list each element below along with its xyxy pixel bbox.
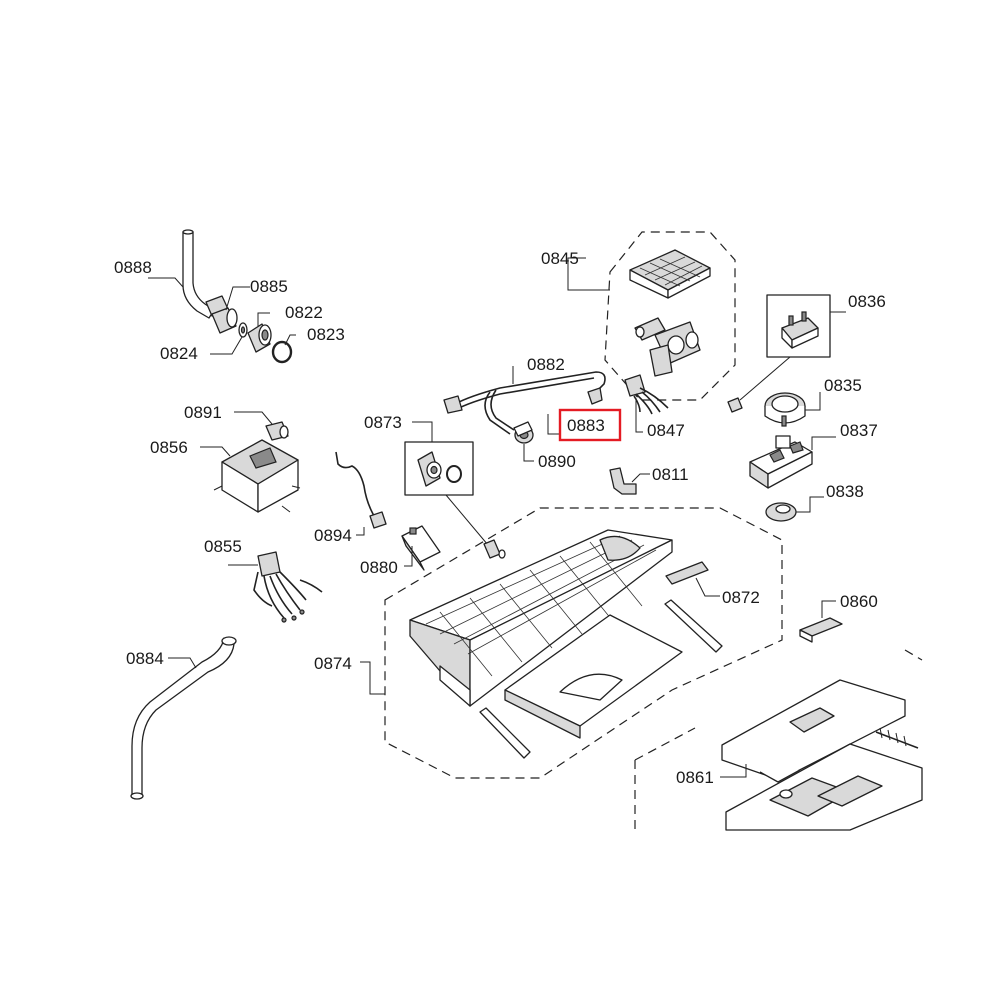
part-0884-drain-tube[interactable] [130, 636, 237, 800]
part-0811-bracket[interactable] [609, 467, 637, 495]
highlight-box [558, 408, 622, 442]
label-0873[interactable]: 0873 [364, 413, 402, 432]
label-0885[interactable]: 0885 [250, 277, 288, 296]
label-0811[interactable]: 0811 [652, 465, 689, 484]
label-0836[interactable]: 0836 [848, 292, 886, 311]
part-0890-fitting[interactable] [513, 421, 534, 444]
part-0861-base[interactable] [725, 743, 923, 831]
part-0891-clip[interactable] [265, 421, 289, 441]
label-0880[interactable]: 0880 [360, 558, 398, 577]
part-0860-filter[interactable] [799, 617, 843, 643]
part-0835-motor[interactable] [764, 392, 806, 427]
label-0883[interactable]: 0883 [567, 416, 605, 435]
label-0845[interactable]: 0845 [541, 249, 579, 268]
label-0838[interactable]: 0838 [826, 482, 864, 501]
label-0890[interactable]: 0890 [538, 452, 576, 471]
part-0822-coupling[interactable] [247, 323, 272, 353]
label-0894[interactable]: 0894 [314, 526, 352, 545]
part-0882-hose[interactable] [443, 371, 606, 435]
part-0855-wire-harness[interactable] [253, 551, 323, 623]
part-0885-nut[interactable] [211, 307, 238, 334]
part-0837-housing[interactable] [749, 435, 813, 489]
label-0888[interactable]: 0888 [114, 258, 152, 277]
label-0824[interactable]: 0824 [160, 344, 198, 363]
label-0837[interactable]: 0837 [840, 421, 878, 440]
part-0823-o-ring[interactable] [271, 340, 293, 364]
part-0847-connector[interactable] [624, 374, 669, 415]
label-0856[interactable]: 0856 [150, 438, 188, 457]
part-0874-hinge-left[interactable] [479, 707, 531, 759]
label-0891[interactable]: 0891 [184, 403, 222, 422]
label-0861[interactable]: 0861 [676, 768, 714, 787]
part-0836-clip[interactable] [727, 397, 743, 413]
part-0873-nozzle[interactable] [483, 539, 506, 559]
part-0861-spring[interactable] [875, 727, 919, 749]
part-0874-hinge-right[interactable] [664, 599, 723, 653]
label-0884[interactable]: 0884 [126, 649, 164, 668]
label-0822[interactable]: 0822 [285, 303, 323, 322]
part-0856-pump[interactable] [213, 439, 301, 513]
part-labels: 0888 0885 0822 0823 0824 0845 0836 0882 … [114, 249, 886, 787]
part-0873-valve[interactable] [417, 451, 462, 487]
part-0861-lid[interactable] [721, 679, 906, 783]
label-0874[interactable]: 0874 [314, 654, 352, 673]
label-0823[interactable]: 0823 [307, 325, 345, 344]
part-0845-valve-assembly[interactable] [629, 249, 711, 377]
label-0847[interactable]: 0847 [647, 421, 685, 440]
part-0888-drain-hose[interactable] [182, 229, 229, 319]
part-0880-block[interactable] [401, 525, 441, 571]
part-0872-seal-strip[interactable] [665, 561, 709, 585]
label-0835[interactable]: 0835 [824, 376, 862, 395]
part-0838-cap[interactable] [765, 502, 797, 522]
label-0872[interactable]: 0872 [722, 588, 760, 607]
label-0855[interactable]: 0855 [204, 537, 242, 556]
label-0860[interactable]: 0860 [840, 592, 878, 611]
part-0836-connector[interactable] [781, 311, 819, 349]
part-0894-cable[interactable] [335, 451, 387, 529]
part-0824-washer[interactable] [238, 322, 248, 338]
part-0874-tray[interactable] [504, 614, 683, 739]
label-0882[interactable]: 0882 [527, 355, 565, 374]
part-0874-drawer-housing[interactable] [409, 529, 673, 707]
